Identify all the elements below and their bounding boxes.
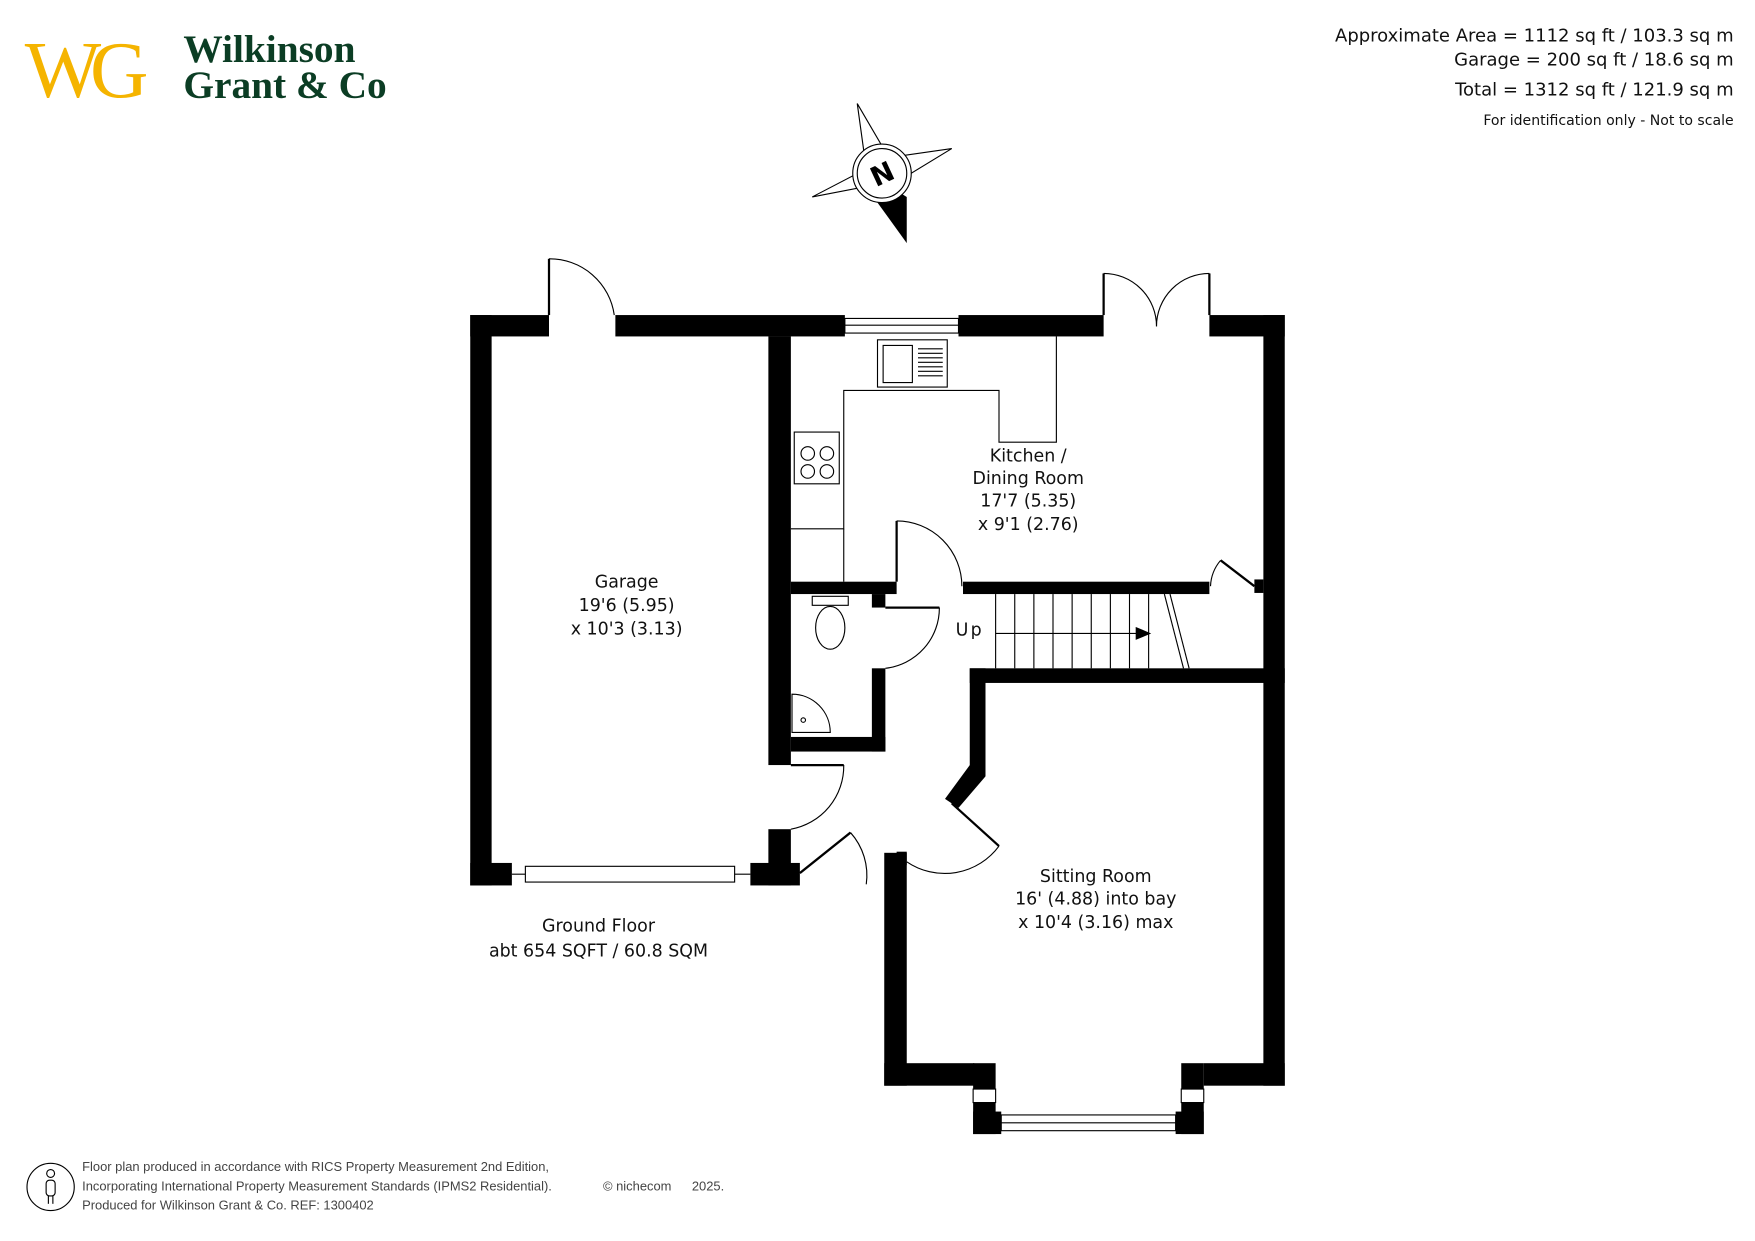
garage-name: Garage — [595, 572, 659, 592]
kitchen-dim1: 17'7 (5.35) — [980, 491, 1076, 511]
footer-year: 2025. — [692, 1178, 724, 1193]
total-area: Total = 1312 sq ft / 121.9 sq m — [1454, 80, 1734, 101]
logo-name-line1: Wilkinson — [183, 27, 355, 71]
toilet-icon — [811, 595, 849, 650]
windows — [511, 317, 1205, 1132]
floor-name: Ground Floor — [542, 917, 656, 937]
floor-area: abt 654 SQFT / 60.8 SQM — [489, 941, 708, 961]
footer-line2: Incorporating International Property Mea… — [82, 1178, 552, 1193]
logo-name-line2: Grant & Co — [183, 63, 386, 107]
doors — [547, 258, 1256, 885]
logo-monogram: WG — [25, 25, 146, 115]
approximate-area: Approximate Area = 1112 sq ft / 103.3 sq… — [1335, 26, 1734, 47]
kitchen-dim2: x 9'1 (2.76) — [978, 515, 1079, 535]
garage-dim2: x 10'3 (3.13) — [571, 620, 683, 640]
scale-note: For identification only - Not to scale — [1483, 113, 1733, 129]
sink-icon — [876, 339, 948, 388]
staircase — [995, 593, 1190, 669]
north-compass-icon: N — [811, 103, 953, 244]
garage-dim1: 19'6 (5.95) — [579, 596, 675, 616]
kitchen-name1: Kitchen / — [990, 446, 1067, 466]
hob-icon — [793, 431, 840, 485]
basin-icon — [791, 693, 831, 733]
sitting-room-dim2: x 10'4 (3.16) max — [1018, 913, 1173, 933]
company-logo: WG Wilkinson Grant & Co — [25, 25, 387, 115]
sitting-room-name: Sitting Room — [1040, 867, 1152, 887]
footer-line1: Floor plan produced in accordance with R… — [82, 1159, 549, 1174]
person-icon — [26, 1162, 75, 1212]
sitting-room-dim1: 16' (4.88) into bay — [1015, 890, 1176, 910]
walls — [470, 315, 1285, 1135]
footer-line3: Produced for Wilkinson Grant & Co. REF: … — [82, 1197, 374, 1212]
footer-copyright: © nichecom — [603, 1178, 671, 1193]
kitchen-units — [790, 336, 1057, 582]
garage-area: Garage = 200 sq ft / 18.6 sq m — [1454, 49, 1733, 70]
stairs-up-label: Up — [956, 621, 984, 641]
kitchen-name2: Dining Room — [973, 469, 1084, 489]
